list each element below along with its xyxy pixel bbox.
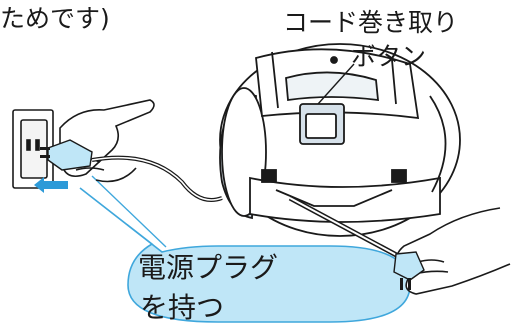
callout-text-line1: 電源プラグ <box>138 251 279 284</box>
callout-bubble <box>79 175 411 323</box>
cord-button-label-line1: コード巻き取り <box>283 8 459 37</box>
vacuum-cleaner-icon <box>219 43 461 237</box>
hand-icon <box>57 99 155 183</box>
callout-text-line2: を持つ <box>140 291 225 324</box>
arrow-left-icon <box>34 177 68 193</box>
power-plug-icon <box>40 139 93 171</box>
header-text: ためです) <box>0 4 110 33</box>
cord-button-label-line2: ボタン <box>351 42 427 71</box>
hand-icon-right <box>396 207 511 295</box>
power-plug-icon-right <box>393 251 425 290</box>
